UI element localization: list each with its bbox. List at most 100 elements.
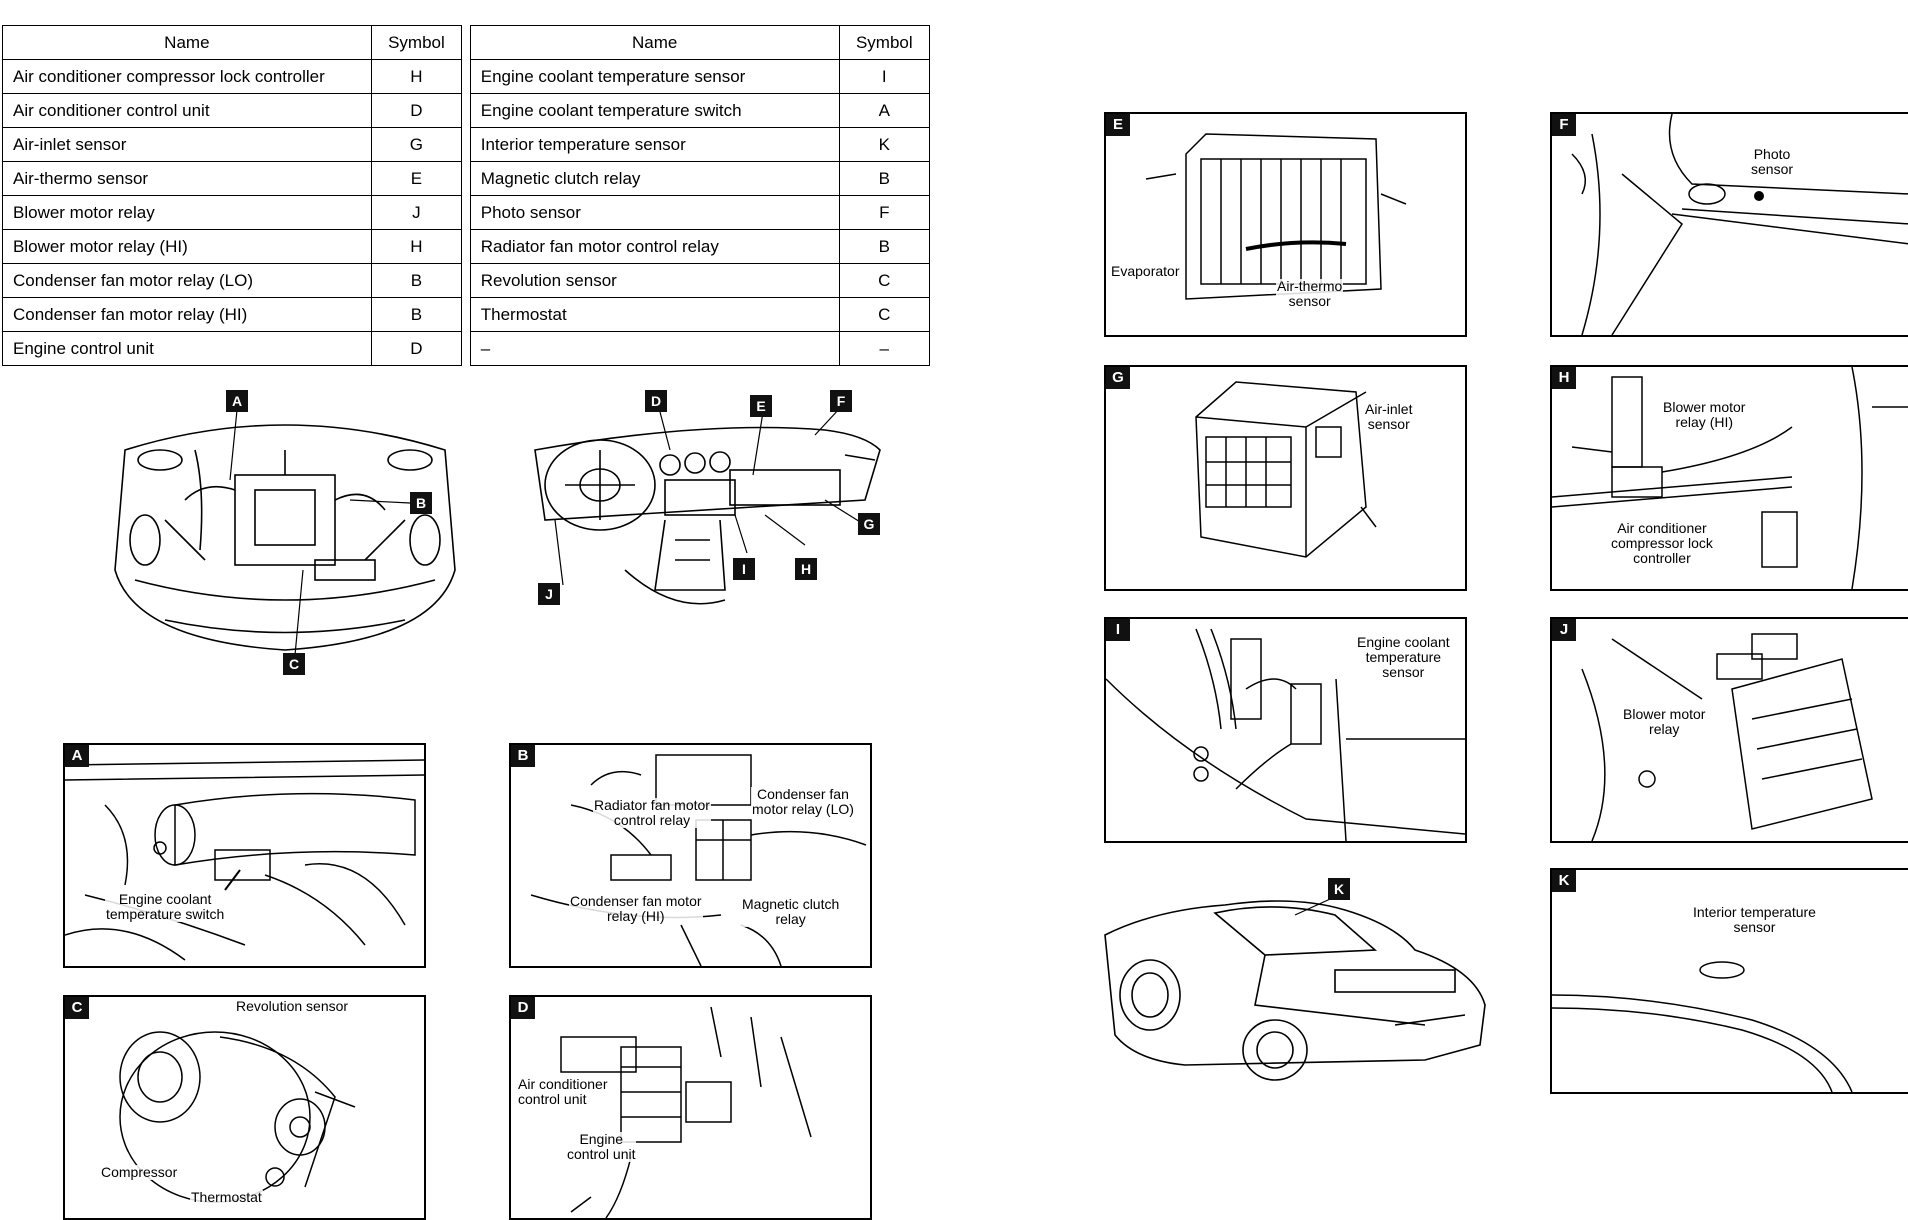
component-name-cell: Air conditioner compressor lock controll… (2, 59, 372, 94)
panel-e-drawing (1145, 133, 1407, 300)
symbol-cell: D (370, 331, 463, 366)
engine-bay-drawing (114, 409, 456, 656)
panel-a-drawing (65, 759, 424, 961)
symbol-cell: G (370, 127, 463, 162)
panel-tag: K (1552, 870, 1576, 892)
panel-tag: G (1106, 367, 1130, 389)
component-name-cell: Condenser fan motor relay (LO) (2, 263, 372, 298)
panel-j-drawing (1581, 633, 1873, 841)
panel-f-drawing (1571, 114, 1908, 335)
symbol-cell: B (838, 161, 931, 196)
overview-tag-k: K (1328, 878, 1350, 900)
panel-tag: A (65, 745, 89, 767)
symbol-cell: B (370, 297, 463, 332)
overview-tag-d: D (645, 390, 667, 412)
symbol-cell: C (838, 297, 931, 332)
overview-tag-a: A (226, 390, 248, 412)
symbol-cell: – (838, 331, 931, 366)
header-name-left: Name (2, 25, 372, 60)
symbol-cell: B (370, 263, 463, 298)
component-name-cell: Air-inlet sensor (2, 127, 372, 162)
component-name-cell: Condenser fan motor relay (HI) (2, 297, 372, 332)
symbol-cell: B (838, 229, 931, 264)
component-name-cell: Engine control unit (2, 331, 372, 366)
symbol-cell: K (838, 127, 931, 162)
car-drawing (1104, 894, 1486, 1081)
overview-tag-f: F (830, 390, 852, 412)
symbol-cell: A (838, 93, 931, 128)
symbol-cell: C (838, 263, 931, 298)
dashboard-overview: D E F G H I J (525, 390, 895, 620)
table-row: Air conditioner compressor lock controll… (2, 59, 931, 94)
header-symbol-left: Symbol (370, 25, 463, 60)
symbol-cell: F (838, 195, 931, 230)
symbol-cell: H (370, 229, 463, 264)
symbol-cell: D (370, 93, 463, 128)
symbol-cell: I (838, 59, 931, 94)
panel-tag: E (1106, 114, 1130, 136)
overview-tag-g: G (858, 513, 880, 535)
component-name-cell: Engine coolant temperature switch (469, 93, 840, 128)
symbol-cell: J (370, 195, 463, 230)
panel-tag: B (511, 745, 535, 767)
panel-tag: H (1552, 367, 1576, 389)
component-name-cell: Blower motor relay (HI) (2, 229, 372, 264)
dashboard-drawing (534, 407, 881, 605)
overview-tag-h: H (795, 558, 817, 580)
component-name-cell: – (469, 331, 840, 366)
component-name-cell: Thermostat (469, 297, 840, 332)
component-name-cell: Revolution sensor (469, 263, 840, 298)
component-name-cell: Blower motor relay (2, 195, 372, 230)
symbol-cell: E (370, 161, 463, 196)
panel-b-drawing (530, 754, 867, 966)
overview-tag-i: I (733, 558, 755, 580)
panel-tag: J (1552, 619, 1576, 641)
panel-c-label-0: Revolution sensor (235, 998, 350, 1014)
engine-bay-overview: A B C (105, 390, 465, 680)
component-name-cell: Radiator fan motor control relay (469, 229, 840, 264)
panel-c-drawing (119, 1031, 356, 1203)
components-table: Name Symbol Name Symbol Air conditioner … (2, 25, 931, 366)
panel-c-label-2: Thermostat (190, 1189, 263, 1205)
component-name-cell: Interior temperature sensor (469, 127, 840, 162)
overview-tag-j: J (538, 583, 560, 605)
panel-d-drawing (560, 1006, 812, 1218)
panel-tag: C (65, 997, 89, 1019)
panel-k-drawing (1552, 961, 1853, 1092)
symbol-cell: H (370, 59, 463, 94)
panel-c-compressor: C Revolution sensor Compressor Thermosta… (63, 995, 426, 1220)
table-body: Air conditioner compressor lock controll… (2, 59, 931, 366)
overview-tag-e: E (750, 395, 772, 417)
overview-tag-c: C (283, 653, 305, 675)
component-name-cell: Air-thermo sensor (2, 161, 372, 196)
car-overview: K (1095, 875, 1495, 1090)
header-name-right: Name (469, 25, 840, 60)
table-header-row: Name Symbol Name Symbol (2, 25, 931, 60)
panel-e-label-0: Evaporator (1110, 263, 1181, 279)
